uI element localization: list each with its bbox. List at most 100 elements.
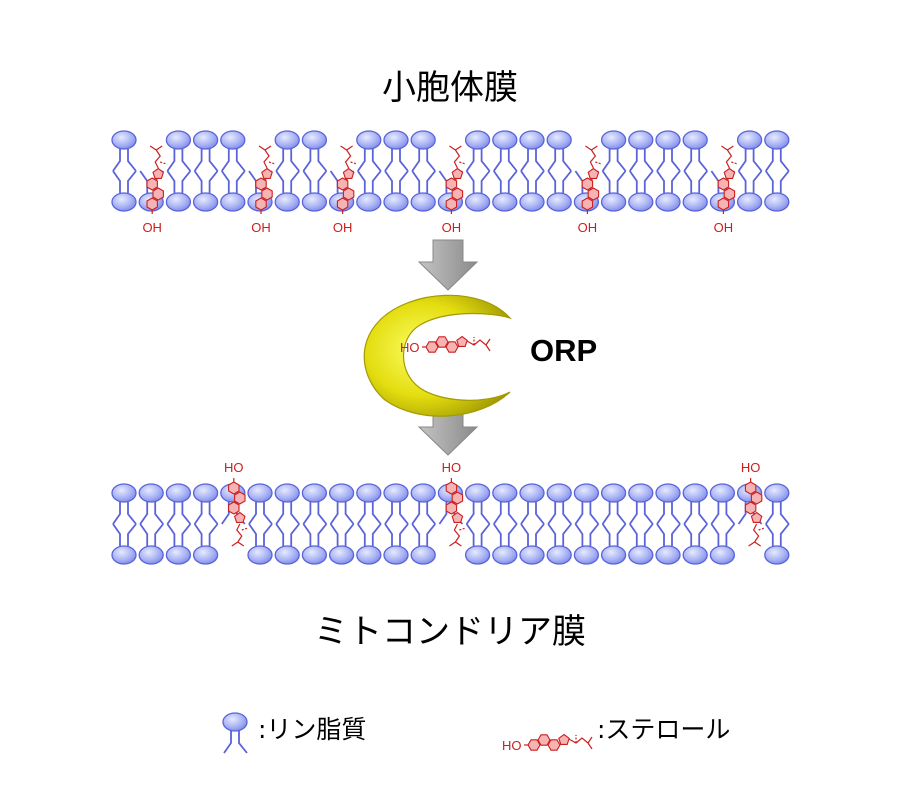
lipid-upper-leaflet <box>111 130 137 172</box>
sterol-molecule: OH <box>714 145 738 235</box>
sterol-ring <box>261 187 273 201</box>
lipid-lower-leaflet <box>111 170 137 212</box>
sterol-ring <box>537 734 551 746</box>
legend-lipid-icon <box>222 712 248 754</box>
sterol-tail <box>466 338 491 352</box>
lipid-upper-leaflet <box>165 483 192 525</box>
lipid-upper-leaflet <box>573 483 600 525</box>
lipid-lower-leaflet <box>709 523 736 565</box>
lipid-lower-leaflet <box>736 170 763 212</box>
lipid-lower-leaflet <box>764 523 790 565</box>
sterol-ring <box>342 187 355 201</box>
sterol-ho-label: HO <box>502 738 522 753</box>
lipid-lower-leaflet <box>410 170 436 212</box>
sterol-ring <box>255 197 267 211</box>
lipid-upper-leaflet <box>356 483 382 525</box>
sterol-ring <box>451 491 464 505</box>
lipid-upper-leaflet <box>410 483 436 525</box>
sterol-oh-label: OH <box>714 220 734 235</box>
lipid-lower-leaflet <box>628 170 654 212</box>
lipid-upper-leaflet <box>192 130 219 172</box>
lipid-lower-leaflet <box>464 170 491 212</box>
mitochondrial-membrane-title: ミトコンドリア膜 <box>314 612 586 652</box>
sterol-molecule: HO <box>224 460 248 547</box>
sterol-ring <box>581 177 594 191</box>
sterol-oh-label: OH <box>251 220 271 235</box>
lipid-lower-leaflet <box>301 523 328 565</box>
sterol-tail <box>231 523 245 547</box>
lipid-lower-leaflet <box>682 170 708 212</box>
lipid-lower-leaflet <box>519 170 545 212</box>
lipid-upper-leaflet <box>655 130 681 172</box>
sterol-ring <box>146 177 158 191</box>
orp-protein <box>363 294 512 417</box>
lipid-upper-leaflet <box>356 130 382 172</box>
lipid-upper-leaflet <box>383 483 409 525</box>
sterol-tail <box>721 145 734 169</box>
lipid-upper-leaflet <box>247 483 273 525</box>
lipid-upper-leaflet <box>301 483 328 525</box>
sterol-tail <box>149 145 163 169</box>
sterol-tail <box>748 523 761 547</box>
lipid-upper-leaflet <box>628 483 654 525</box>
sterol-ring-five <box>152 167 165 179</box>
lipid-upper-leaflet <box>682 483 708 525</box>
sterol-ring <box>750 491 763 505</box>
sterol-molecule: OH <box>578 145 602 235</box>
sterol-tail <box>340 145 353 169</box>
lipid-lower-leaflet <box>165 523 192 565</box>
sterol-ring <box>336 177 349 191</box>
lipid-upper-leaflet <box>274 130 300 172</box>
sterol-ring-five <box>750 511 763 523</box>
orp-label: ORP <box>530 333 598 368</box>
sterol-oh-label: OH <box>333 220 353 235</box>
lipid-lower-leaflet <box>764 170 790 212</box>
sterol-ring <box>152 187 164 201</box>
sterol-ring <box>547 739 561 751</box>
sterol-molecule: HO <box>741 460 765 547</box>
sterol-oh-label: OH <box>442 220 462 235</box>
lipid-lower-leaflet <box>192 170 219 212</box>
lipid-lower-leaflet <box>274 170 300 212</box>
sterol-ring-five <box>587 167 600 179</box>
sterol-ring <box>445 197 458 211</box>
sterol-ring <box>228 501 240 515</box>
sterol-tail <box>258 145 272 169</box>
lipid-upper-leaflet <box>655 483 681 525</box>
sterol-ring <box>527 739 541 751</box>
sterol-ring <box>146 197 158 211</box>
sterol-ring-five <box>451 511 464 523</box>
sterol-ring <box>228 481 240 495</box>
sterol-ring <box>581 197 594 211</box>
lipid-lower-leaflet <box>655 170 681 212</box>
lipid-upper-leaflet <box>410 130 436 172</box>
lipid-upper-leaflet <box>138 483 164 525</box>
lipid-upper-leaflet <box>111 483 137 525</box>
sterol-ring <box>717 177 730 191</box>
lipid-lower-leaflet <box>247 523 273 565</box>
lipid-upper-leaflet <box>600 483 627 525</box>
lipid-upper-leaflet <box>764 483 790 525</box>
lipid-lower-leaflet <box>600 170 627 212</box>
legend-sterol-label: :ステロール <box>597 715 731 744</box>
lipid-lower-leaflet <box>111 523 137 565</box>
lipid-upper-leaflet <box>546 130 572 172</box>
sterol-oh-label: HO <box>741 460 761 475</box>
lipid-upper-leaflet <box>736 130 763 172</box>
lipid-lower-leaflet <box>492 170 518 212</box>
lipid-lower-leaflet <box>682 523 708 565</box>
lipid-lower-leaflet <box>138 523 164 565</box>
sterol-ring <box>435 336 449 348</box>
down-arrow-1 <box>417 239 479 291</box>
lipid-lower-leaflet <box>192 523 219 565</box>
lipid-lower-leaflet <box>600 523 627 565</box>
lipid-upper-leaflet <box>274 483 300 525</box>
lipid-lower-leaflet <box>546 523 572 565</box>
lipid-lower-leaflet <box>464 523 491 565</box>
lipid-lower-leaflet <box>220 170 246 212</box>
lipid-upper-leaflet <box>301 130 328 172</box>
